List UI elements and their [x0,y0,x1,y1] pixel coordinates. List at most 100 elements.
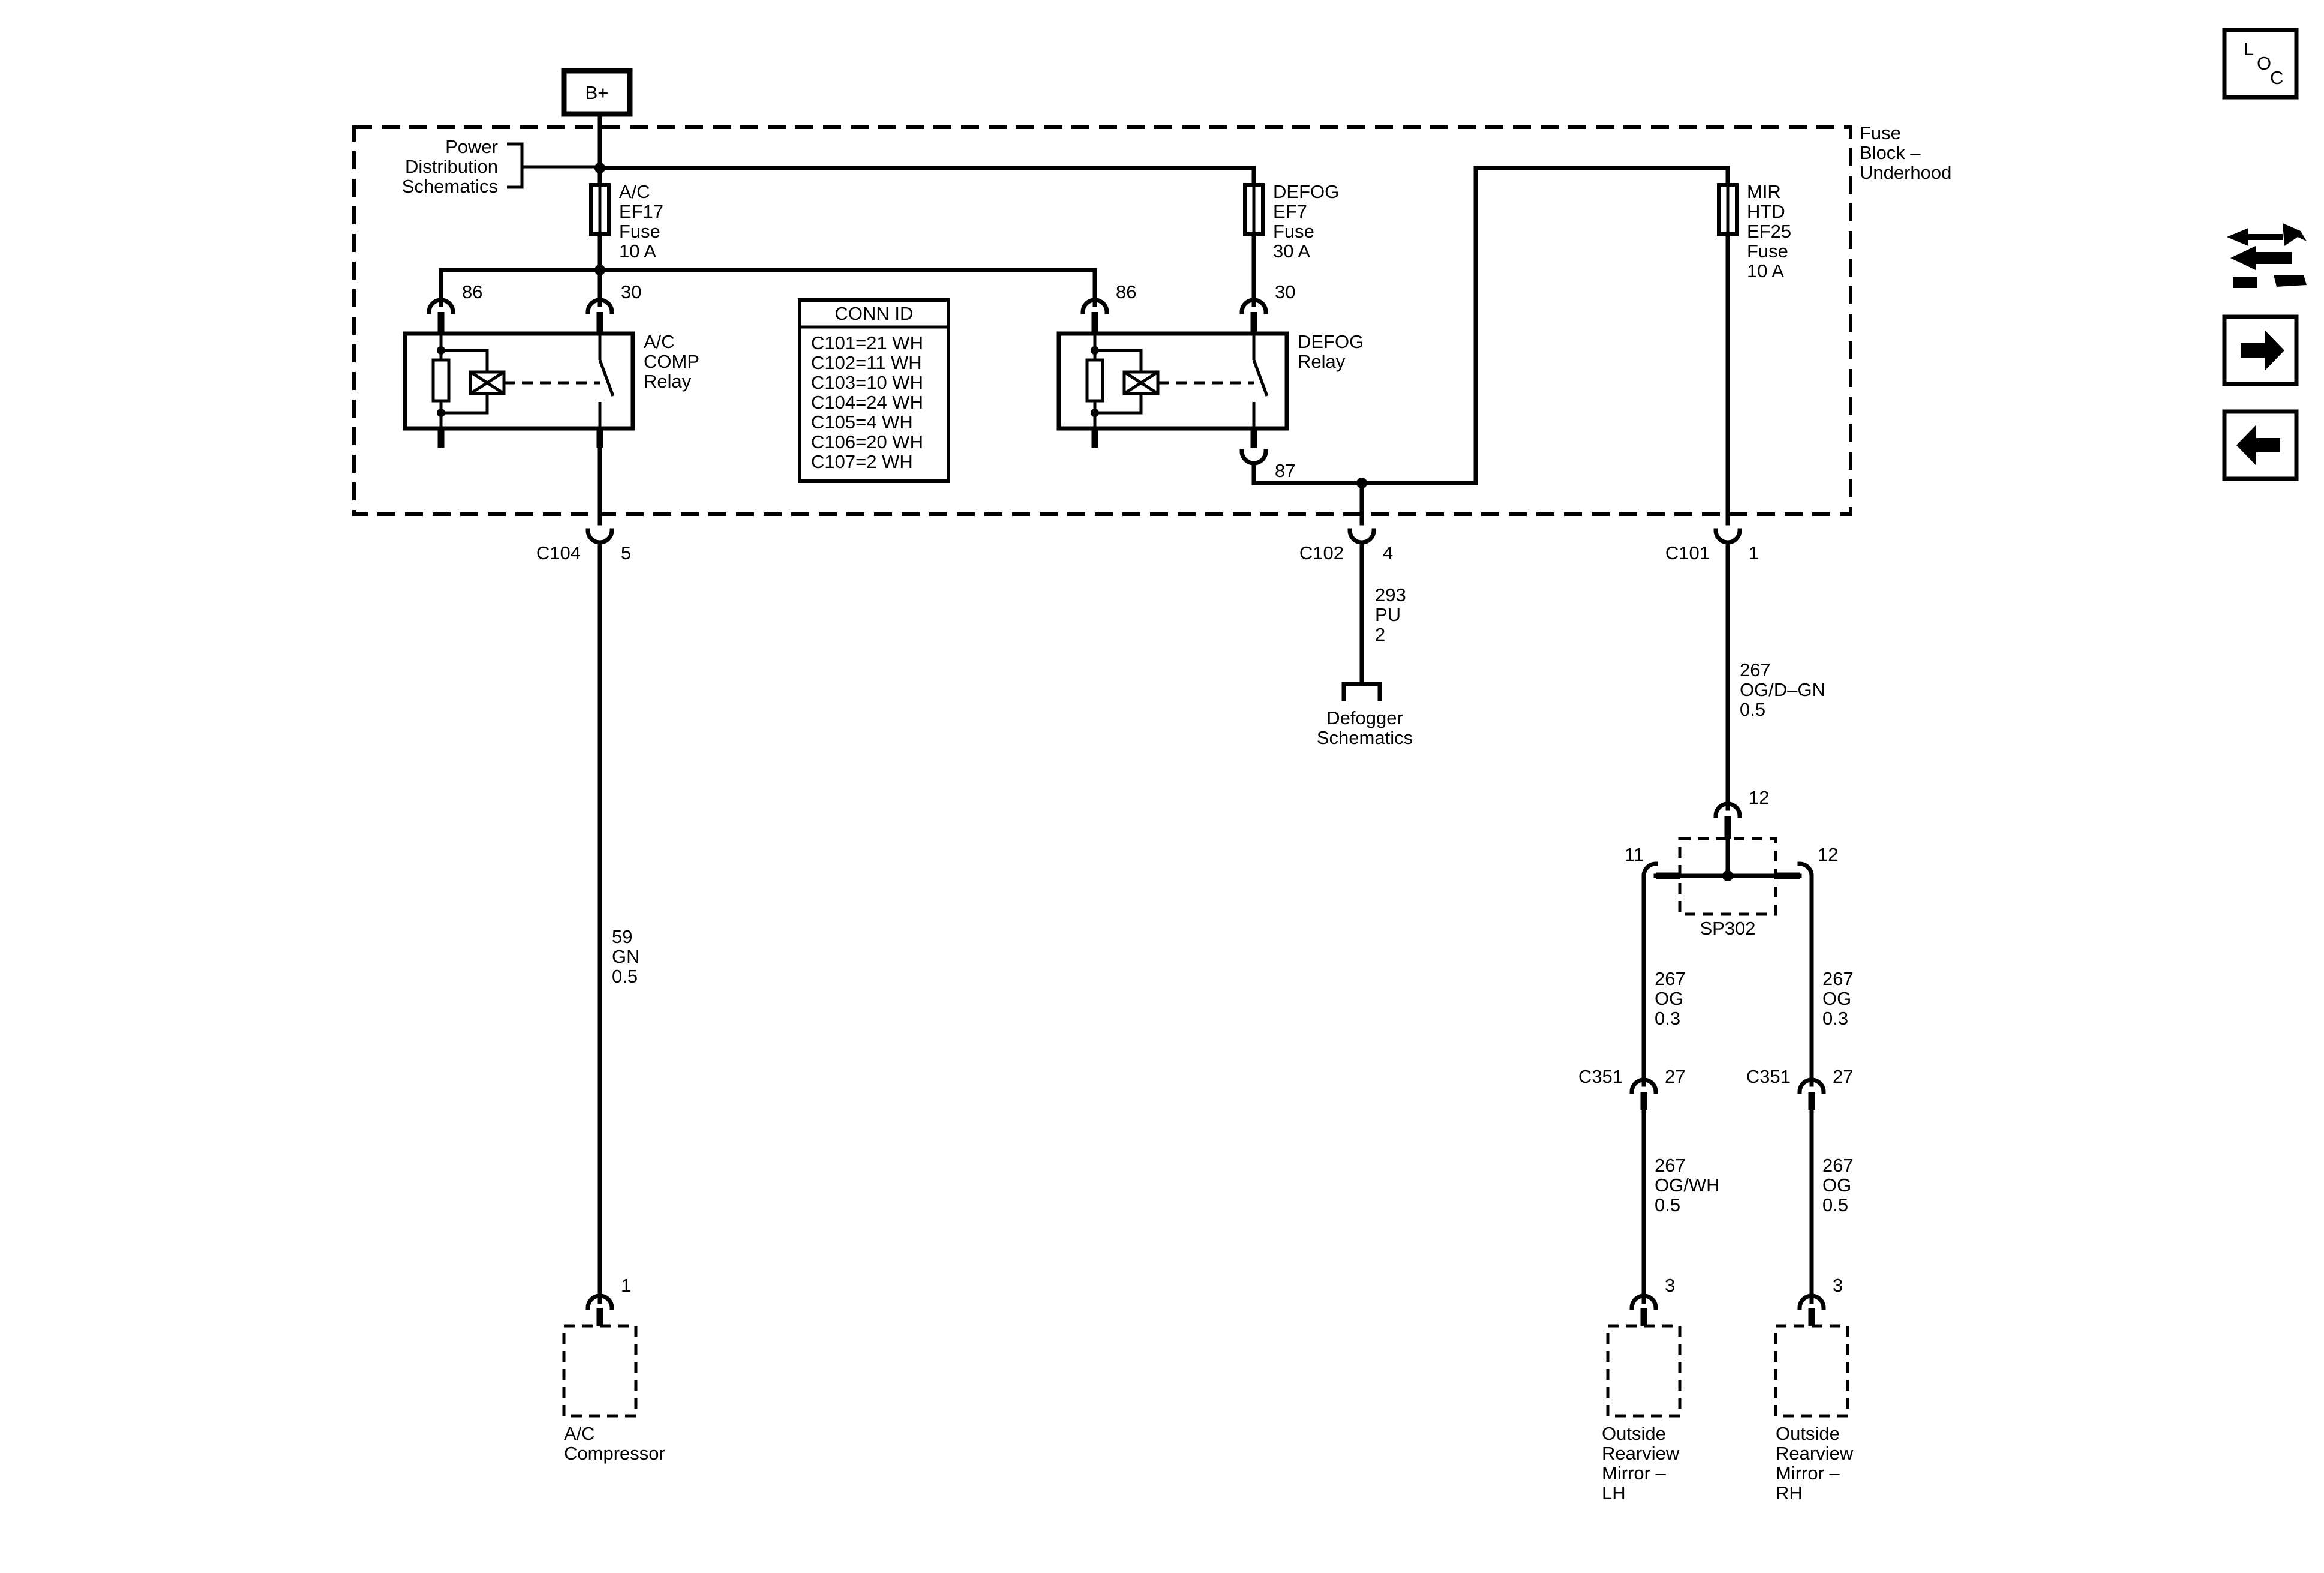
c351-rh-name: C351 [1746,1066,1791,1087]
defog-relay [1056,298,1289,466]
wire-mir-label-1: 267 [1740,659,1771,680]
compressor-pin-label: 1 [621,1275,631,1296]
mirror-rh-label-2: Rearview [1776,1443,1854,1464]
arrow-right-icon [2241,330,2284,371]
mir-htd-feed-wire [1359,166,1730,485]
wrench-icon-arrow-left [2227,228,2283,246]
ac-relay-pin86-label: 86 [462,281,482,302]
defog-relay-86-terminal [1080,298,1109,314]
ac-relay-30-terminal [585,298,614,314]
wire-defog-label-3: 2 [1375,624,1385,645]
sp302-left-pin-label: 11 [1625,844,1644,865]
c351-rh-connector-symbol [1797,1077,1826,1094]
previous-page-button[interactable] [2222,409,2299,481]
wire-lh-b-label-1: 267 [1655,1155,1686,1176]
ac-relay-switch [598,359,615,397]
mir-fuse-label-3: EF25 [1747,221,1791,242]
defog-relay-30-terminal [1239,298,1268,314]
bus-splice-dot [594,163,605,173]
wire-lh-a-label-3: 0.3 [1655,1008,1680,1029]
coil-feed-splice-dot [594,265,605,275]
power-dist-bracket [507,142,524,189]
defogger-label-2: Schematics [1317,727,1413,748]
wire-mir-label-2: OG/D–GN [1740,679,1825,700]
wrench-icon-arrow-right [2230,246,2292,270]
c351-lh-connector-symbol [1629,1077,1658,1094]
defog-fuse-label-3: Fuse [1273,221,1314,242]
power-dist-label-1: Power [445,136,498,157]
c104-pin: 5 [621,542,631,563]
wrench-icon-head [2283,223,2307,246]
conn-id-row: C102=11 WH [811,352,922,373]
wire-rh-a-label-3: 0.3 [1822,1008,1848,1029]
ac-relay-resistor [431,358,451,403]
c102-pin: 4 [1383,542,1393,563]
wire-lh-a-label-1: 267 [1655,968,1686,989]
battery-box [561,68,633,117]
mir-fuse-label-5: 10 A [1747,260,1784,281]
compressor-label-2: Compressor [564,1443,665,1464]
conn-id-row: C103=10 WH [811,372,923,393]
conn-id-frame [798,298,950,483]
defog-relay-pin87-label: 87 [1275,460,1295,481]
fuse-block-boundary [352,125,1852,516]
power-dist-label-2: Distribution [405,156,498,177]
defog-relay-output-wire [1251,461,1364,485]
sp302-name: SP302 [1700,918,1755,939]
defog-relay-pin30-label: 30 [1275,281,1295,302]
mirror-rh-connector-symbol [1797,1293,1826,1310]
c102-name: C102 [1299,542,1344,563]
mirror-lh-label-1: Outside [1602,1423,1666,1444]
mirror-rh-label-3: Mirror – [1776,1463,1840,1484]
location-icon-l: L [2244,38,2254,59]
location-icon-o: O [2257,53,2271,74]
wire-ac-label-3: 0.5 [612,966,638,987]
ac-relay-pin30-label: 30 [621,281,641,302]
conn-id-row: C104=24 WH [811,392,923,413]
location-icon-c: C [2270,67,2283,88]
wire-rh-a-label-2: OG [1822,988,1851,1009]
wire-rh-b-label-2: OG [1822,1175,1851,1196]
wire-lh-b-label-2: OG/WH [1655,1175,1720,1196]
wire-rh-b-label-3: 0.5 [1822,1194,1848,1215]
conn-id-row: C106=20 WH [811,431,923,452]
wrench-icon[interactable] [2227,223,2307,288]
c101-name: C101 [1665,542,1710,563]
ac-relay-label-1: A/C [644,331,675,352]
ac-relay-coil-cross [469,370,505,395]
ac-fuse-label-2: EF17 [619,201,663,222]
conn-id-table: CONN ID C101=21 WH C102=11 WH C103=10 WH… [798,298,950,483]
defogger-reference-bracket [1341,682,1382,701]
conn-id-row: C105=4 WH [811,412,913,433]
mirror-rh-label-1: Outside [1776,1423,1840,1444]
mirror-lh-connector-symbol [1629,1293,1658,1310]
sp302-top-terminal [1713,801,1742,818]
mirror-lh-component [1606,1324,1682,1418]
ac-comp-relay [403,298,635,448]
defog-relay-resistor [1085,358,1104,403]
ac-relay-86-terminal [427,298,455,314]
mir-fuse-label-1: MIR [1747,181,1781,202]
fuse-block-label-2: Block – [1860,142,1921,163]
mir-fuse-label-4: Fuse [1747,241,1788,262]
c101-pin: 1 [1749,542,1759,563]
mirror-rh-pin-label: 3 [1833,1275,1843,1296]
c104-name: C104 [536,542,581,563]
power-dist-label-3: Schematics [402,176,498,197]
mirror-lh-label-3: Mirror – [1602,1463,1667,1484]
location-button[interactable]: L O C [2222,28,2299,100]
fuse-block-label-1: Fuse [1860,122,1901,143]
wire-defog-label-2: PU [1375,604,1401,625]
wire-ac-label-1: 59 [612,926,632,947]
wire-lh-b-label-3: 0.5 [1655,1194,1680,1215]
wire-ac-label-2: GN [612,946,640,967]
next-page-button[interactable] [2222,314,2299,386]
wrench-icon-handle [2274,275,2307,287]
wire-lh-a-label-2: OG [1655,988,1683,1009]
defog-fuse-label-4: 30 A [1273,241,1310,262]
fuse-block-label-3: Underhood [1860,162,1951,183]
defog-relay-pin86-label: 86 [1116,281,1136,302]
mir-fuse-label-2: HTD [1747,201,1785,222]
mirror-rh-label-4: RH [1776,1482,1803,1503]
